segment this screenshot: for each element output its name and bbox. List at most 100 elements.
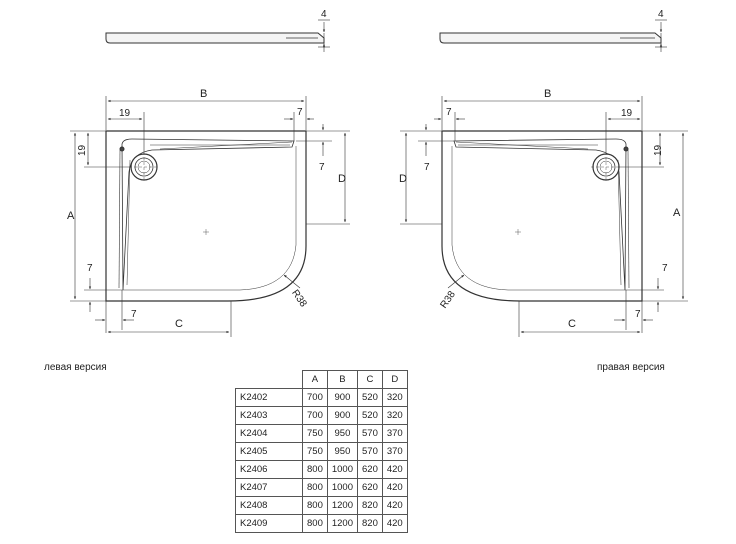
- left-dimension-B: [105, 96, 307, 130]
- left-dimension-19-top: [107, 112, 145, 152]
- right-label-7-top: 7: [446, 107, 452, 118]
- table-cell: 800: [302, 478, 328, 497]
- right-dimension-D: [400, 130, 442, 225]
- right-label-7-left: 7: [424, 162, 430, 173]
- right-dimension-7-side: [626, 278, 664, 312]
- left-label-A: A: [67, 210, 75, 222]
- table-cell: 570: [357, 442, 383, 461]
- table-cell: 750: [302, 424, 328, 443]
- right-dimension-19-side: [618, 132, 664, 168]
- table-cell: 420: [381, 460, 408, 479]
- table-cell: 370: [381, 424, 408, 443]
- left-label-7-top: 7: [297, 107, 303, 118]
- table-header-cell: [235, 370, 303, 389]
- table-cell: 900: [326, 388, 359, 407]
- left-label-B: B: [200, 88, 207, 100]
- left-label-D: D: [338, 173, 346, 185]
- table-cell: 1000: [326, 460, 359, 479]
- left-dimension-D: [305, 130, 350, 240]
- table-cell: K2407: [235, 478, 303, 497]
- right-label-C: C: [568, 318, 576, 330]
- table-cell: 570: [357, 424, 383, 443]
- right-version-caption: правая версия: [597, 362, 665, 373]
- left-dimension-19-side: [84, 132, 130, 168]
- table-cell: 1200: [326, 514, 359, 533]
- table-cell: K2406: [235, 460, 303, 479]
- table-cell: 820: [357, 514, 383, 533]
- left-side-profile: [105, 19, 330, 52]
- table-cell: 950: [326, 442, 359, 461]
- left-dimension-7-bottom: [95, 290, 134, 333]
- right-label-7-side: 7: [662, 263, 668, 274]
- left-dimension-7-side: [84, 278, 122, 312]
- left-dimension-A: [70, 130, 106, 302]
- table-cell: K2409: [235, 514, 303, 533]
- table-cell: K2402: [235, 388, 303, 407]
- table-cell: 1000: [326, 478, 359, 497]
- right-label-thickness: 4: [658, 9, 664, 20]
- right-dimension-7-left: [418, 124, 454, 156]
- left-label-thickness: 4: [321, 9, 327, 20]
- right-radius-leader: [447, 274, 465, 289]
- table-cell: 620: [357, 478, 383, 497]
- right-label-19-top: 19: [621, 108, 633, 119]
- table-header-cell: C: [357, 370, 383, 389]
- table-cell: 420: [381, 478, 408, 497]
- right-label-A: A: [673, 207, 681, 219]
- table-cell: 420: [381, 496, 408, 515]
- right-label-B: B: [544, 88, 551, 100]
- table-cell: 800: [302, 496, 328, 515]
- right-dimension-7-bottom: [614, 290, 653, 333]
- table-cell: 520: [357, 406, 383, 425]
- table-cell: 750: [302, 442, 328, 461]
- right-dimension-C: [518, 301, 641, 337]
- right-label-19-side: 19: [653, 144, 664, 156]
- table-header-cell: D: [381, 370, 408, 389]
- table-cell: 520: [357, 388, 383, 407]
- table-header-cell: A: [302, 370, 328, 389]
- table-cell: 950: [326, 424, 359, 443]
- table-cell: 620: [357, 460, 383, 479]
- left-dimension-7-right: [296, 124, 332, 156]
- table-cell: K2403: [235, 406, 303, 425]
- table-cell: 1200: [326, 496, 359, 515]
- left-radius-leader: [283, 274, 301, 289]
- right-label-radius: R38: [438, 289, 458, 311]
- table-header-row: A B C D: [235, 370, 408, 389]
- table-cell: 370: [381, 442, 408, 461]
- table-cell: 800: [302, 460, 328, 479]
- right-side-profile: [439, 19, 667, 52]
- table-cell: K2404: [235, 424, 303, 443]
- left-tray-outline: [105, 130, 307, 302]
- left-label-7-side: 7: [87, 263, 93, 274]
- left-dimension-7-top: [284, 112, 314, 141]
- right-tray-outline: [441, 130, 643, 302]
- left-label-19-side: 19: [77, 144, 88, 156]
- left-label-7-right: 7: [319, 162, 325, 173]
- table-cell: 800: [302, 514, 328, 533]
- left-label-7-bottom: 7: [131, 309, 137, 320]
- table-cell: 420: [381, 514, 408, 533]
- right-dimension-19-top: [605, 112, 641, 152]
- table-cell: 700: [302, 388, 328, 407]
- table-header-cell: B: [326, 370, 359, 389]
- table-cell: 900: [326, 406, 359, 425]
- left-dimension-C: [107, 301, 232, 337]
- left-label-19-top: 19: [119, 108, 131, 119]
- left-version-drawing: [70, 19, 350, 337]
- table-cell: 820: [357, 496, 383, 515]
- left-version-caption: левая версия: [44, 362, 107, 373]
- right-dimension-A: [642, 130, 688, 302]
- right-dimension-B: [441, 96, 643, 130]
- left-label-C: C: [175, 318, 183, 330]
